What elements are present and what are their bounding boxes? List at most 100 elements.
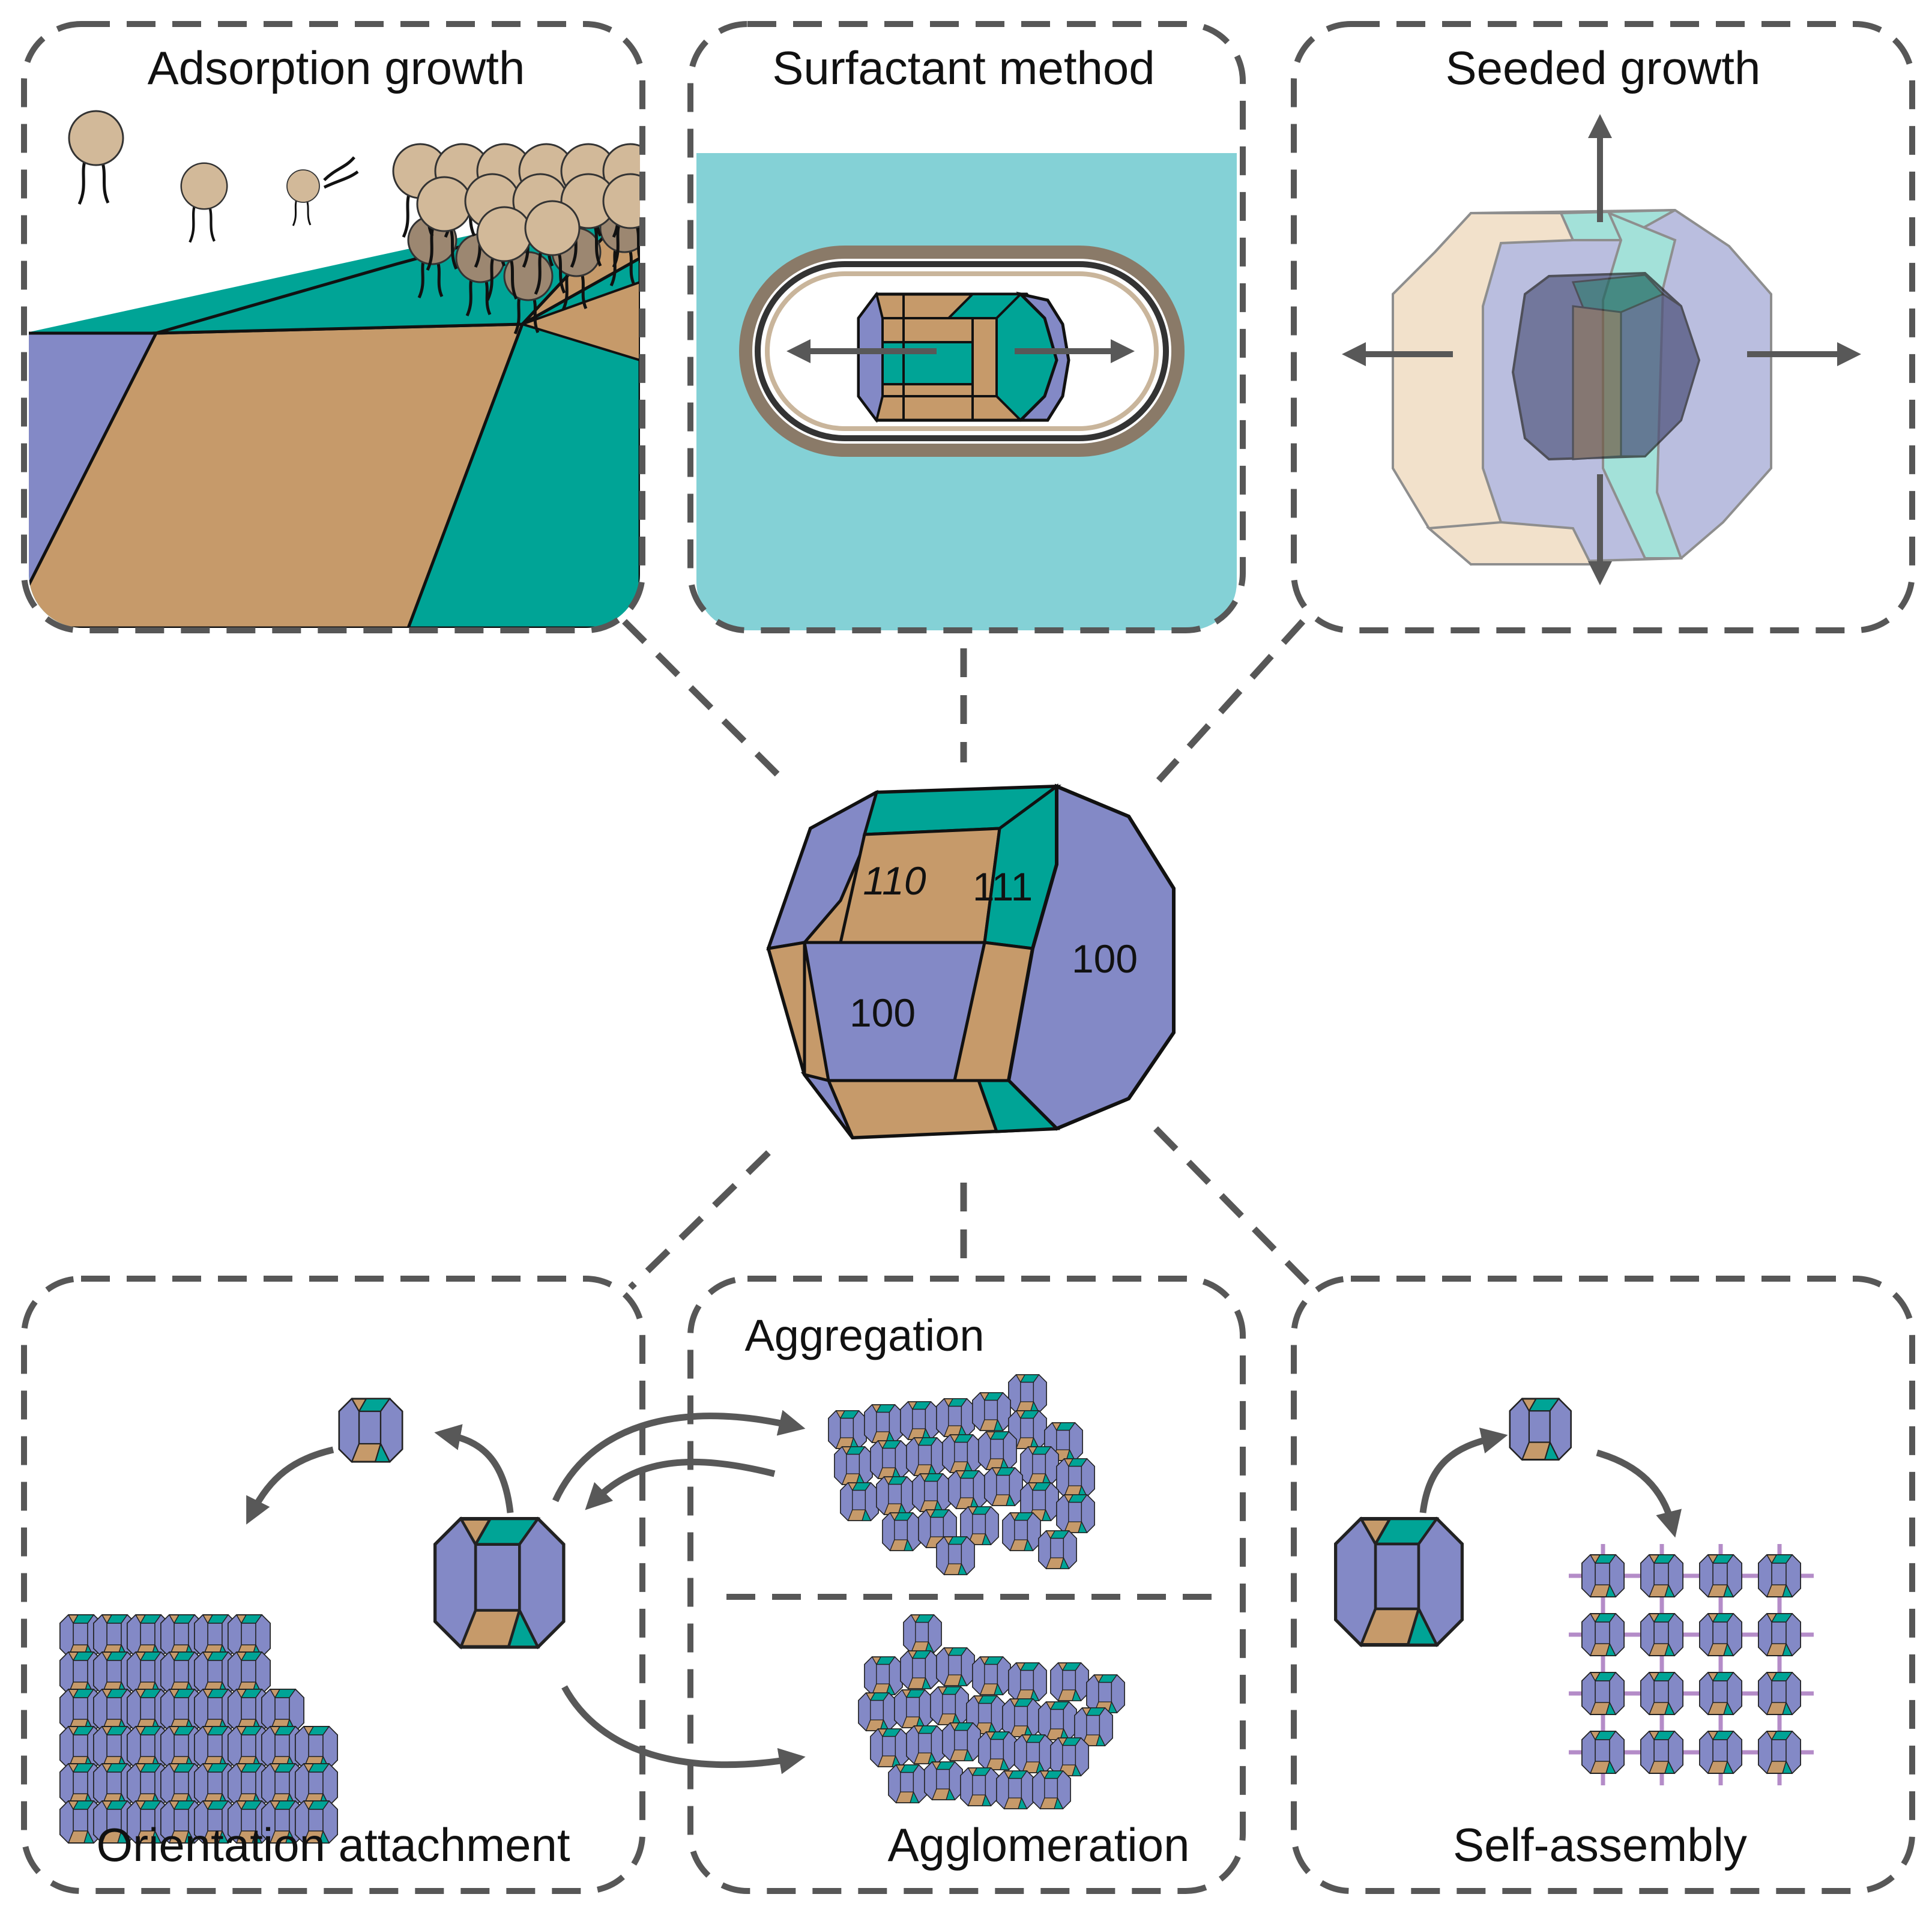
aggregated-crystal (876, 1476, 915, 1515)
panel-adsorption-growth: Adsorption growth (21, 21, 645, 633)
agglomeration-cluster (858, 1614, 1125, 1809)
panel-border (21, 1276, 645, 1894)
agglomerated-crystal (903, 1614, 942, 1653)
panel-border (687, 21, 1246, 633)
agglomerated-crystal (888, 1764, 927, 1803)
assembled-crystal (1640, 1554, 1683, 1597)
aggregated-crystal (870, 1440, 909, 1479)
aggregation-cluster (828, 1374, 1095, 1575)
agglomerated-crystal (858, 1692, 897, 1731)
panel-title: Self-assembly (1453, 1818, 1747, 1871)
agglomerated-crystal (924, 1761, 963, 1800)
sa-arrow-up (1419, 1428, 1508, 1513)
panel-border (21, 21, 645, 633)
aggregated-crystal (864, 1404, 903, 1443)
agglomerated-crystal (1008, 1662, 1047, 1701)
agglomerated-crystal (864, 1656, 903, 1695)
agglomerated-crystal (978, 1731, 1017, 1770)
assembled-crystal (1758, 1554, 1801, 1597)
assembled-crystal (1699, 1554, 1742, 1597)
panel-border (1291, 21, 1915, 633)
agglomerated-crystal (1050, 1662, 1089, 1701)
panel-surfactant-method: Surfactant method (687, 21, 1246, 633)
self-assembled-superlattice (1569, 1544, 1814, 1785)
panel-subtitle: Agglomeration (888, 1818, 1190, 1871)
assembled-crystal (1758, 1613, 1801, 1656)
assembled-crystal (1758, 1731, 1801, 1774)
aggregated-crystal (942, 1434, 981, 1473)
aggregated-crystal (834, 1446, 873, 1485)
assembled-crystal (1699, 1672, 1742, 1715)
agglomerated-crystal (1038, 1701, 1077, 1740)
panel-title: Seeded growth (1446, 41, 1761, 94)
agglomerated-crystal (936, 1647, 975, 1686)
aggregated-crystal (972, 1392, 1011, 1431)
aggregated-crystal (984, 1467, 1023, 1506)
assembled-crystal (1581, 1554, 1625, 1597)
aggregated-crystal (882, 1512, 921, 1551)
oa-arrow-up (434, 1424, 514, 1513)
facet-label-100-side: 100 (1072, 936, 1138, 981)
assembled-crystal (1699, 1731, 1742, 1774)
assembled-crystal (1758, 1672, 1801, 1715)
facet-label-110: 110 (863, 858, 926, 903)
aggregated-crystal (948, 1470, 987, 1509)
panel-orientation-attachment: Orientation attachment (21, 1276, 645, 1894)
aggregated-crystal (1056, 1458, 1095, 1497)
agglomerated-crystal (1014, 1734, 1053, 1773)
connector-lines (622, 619, 1317, 1293)
aggregated-crystal (900, 1401, 939, 1440)
panel-seeded-growth: Seeded growth (1291, 21, 1915, 633)
agglomerated-crystal (1002, 1698, 1041, 1737)
sa-arrow-down (1596, 1449, 1682, 1538)
panel-title: Aggregation (744, 1310, 984, 1360)
stacked-crystal (261, 1689, 304, 1732)
agglomerated-crystal (996, 1770, 1035, 1809)
agglomerated-crystal (1086, 1674, 1125, 1713)
agg-arrow-forward (552, 1410, 806, 1503)
aggregated-crystal (936, 1536, 975, 1575)
agglomerated-crystal (972, 1656, 1011, 1695)
aggregated-crystal (906, 1437, 945, 1476)
surfactant-crystal (857, 291, 1070, 423)
aggregated-crystal (936, 1398, 975, 1437)
seed-core (1511, 271, 1701, 461)
assembled-crystal (1581, 1731, 1625, 1774)
panel-title: Surfactant method (772, 41, 1155, 94)
aggregated-crystal (912, 1473, 951, 1512)
aggregated-crystal (1002, 1512, 1041, 1551)
agglomerated-crystal (960, 1767, 999, 1806)
stacked-crystal (295, 1726, 338, 1769)
assembled-crystal (1640, 1672, 1683, 1715)
agglomerated-crystal (1050, 1737, 1089, 1776)
panel-self-assembly: Self-assembly (1291, 1276, 1915, 1894)
aggregated-crystal (840, 1482, 879, 1521)
stacked-crystal (228, 1614, 271, 1657)
oa-intermediate-crystal (338, 1398, 403, 1463)
aggregated-crystal (978, 1431, 1017, 1470)
stacked-crystal (295, 1763, 338, 1806)
facet-label-100-front: 100 (850, 991, 916, 1035)
assembled-crystal (1640, 1731, 1683, 1774)
agglomerated-crystal (906, 1725, 945, 1764)
assembled-crystal (1640, 1613, 1683, 1656)
oriented-crystal-stack (59, 1614, 338, 1844)
central-crystal: 110 111 100 100 (766, 783, 1176, 1140)
agglomerated-crystal (1032, 1770, 1071, 1809)
sa-intermediate-crystal (1509, 1398, 1572, 1461)
aggregated-crystal (1008, 1374, 1047, 1413)
aggregated-crystal (1056, 1494, 1095, 1533)
panel-title: Orientation attachment (96, 1818, 570, 1871)
aggregated-crystal (1038, 1530, 1077, 1569)
aggregated-crystal (1020, 1446, 1059, 1485)
oa-source-crystal (435, 1519, 564, 1647)
sa-source-crystal (1336, 1519, 1462, 1645)
agglomerated-crystal (900, 1650, 939, 1689)
panel-border (687, 1276, 1246, 1894)
assembled-crystal (1581, 1672, 1625, 1715)
oa-arrow-down (246, 1446, 334, 1525)
panel-border (1291, 1276, 1915, 1894)
agglomerated-crystal (930, 1686, 969, 1725)
agglomerated-crystal (870, 1728, 909, 1767)
